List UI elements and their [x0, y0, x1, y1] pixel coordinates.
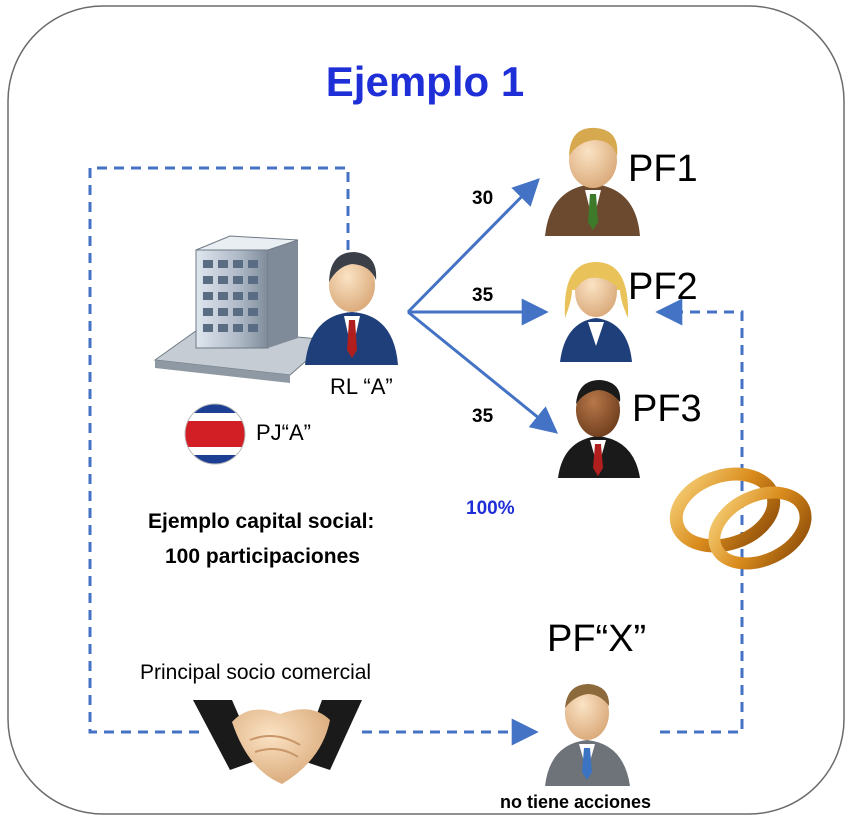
pf1-label: PF1 [628, 148, 698, 190]
pfx-note: no tiene acciones [500, 792, 652, 812]
pf1-shares: 30 [472, 188, 494, 209]
pf3-label: PF3 [632, 388, 702, 430]
arrow-to-pf3 [407, 310, 559, 434]
dashed-arrow-to-pf2 [655, 298, 744, 734]
arrow-to-pf1 [406, 178, 540, 314]
handshake-icon [193, 700, 362, 784]
dashed-link-left [88, 166, 350, 734]
pfx-label: PF“X” [547, 618, 647, 660]
representative-label: RL “A” [330, 374, 393, 399]
pf2-person-icon [560, 262, 632, 362]
pfx-person-icon [545, 684, 630, 786]
pf3-person-icon [558, 380, 640, 478]
total-percent: 100% [466, 498, 515, 519]
representative-icon [305, 252, 398, 365]
capital-line-1: Ejemplo capital social: [148, 510, 375, 533]
company-label: PJ“A” [256, 420, 311, 445]
pf1-person-icon [545, 127, 640, 236]
pf2-shares: 35 [472, 285, 494, 306]
capital-line-2: 100 participaciones [165, 545, 360, 568]
pf3-shares: 35 [472, 406, 494, 427]
costa-rica-flag-icon [184, 403, 246, 465]
diagram-title: Ejemplo 1 [325, 58, 525, 105]
pf2-label: PF2 [628, 266, 698, 308]
frame [7, 5, 845, 815]
wedding-rings-icon [669, 467, 812, 570]
relation-label: Principal socio comercial [140, 661, 372, 684]
building-icon [153, 235, 332, 383]
